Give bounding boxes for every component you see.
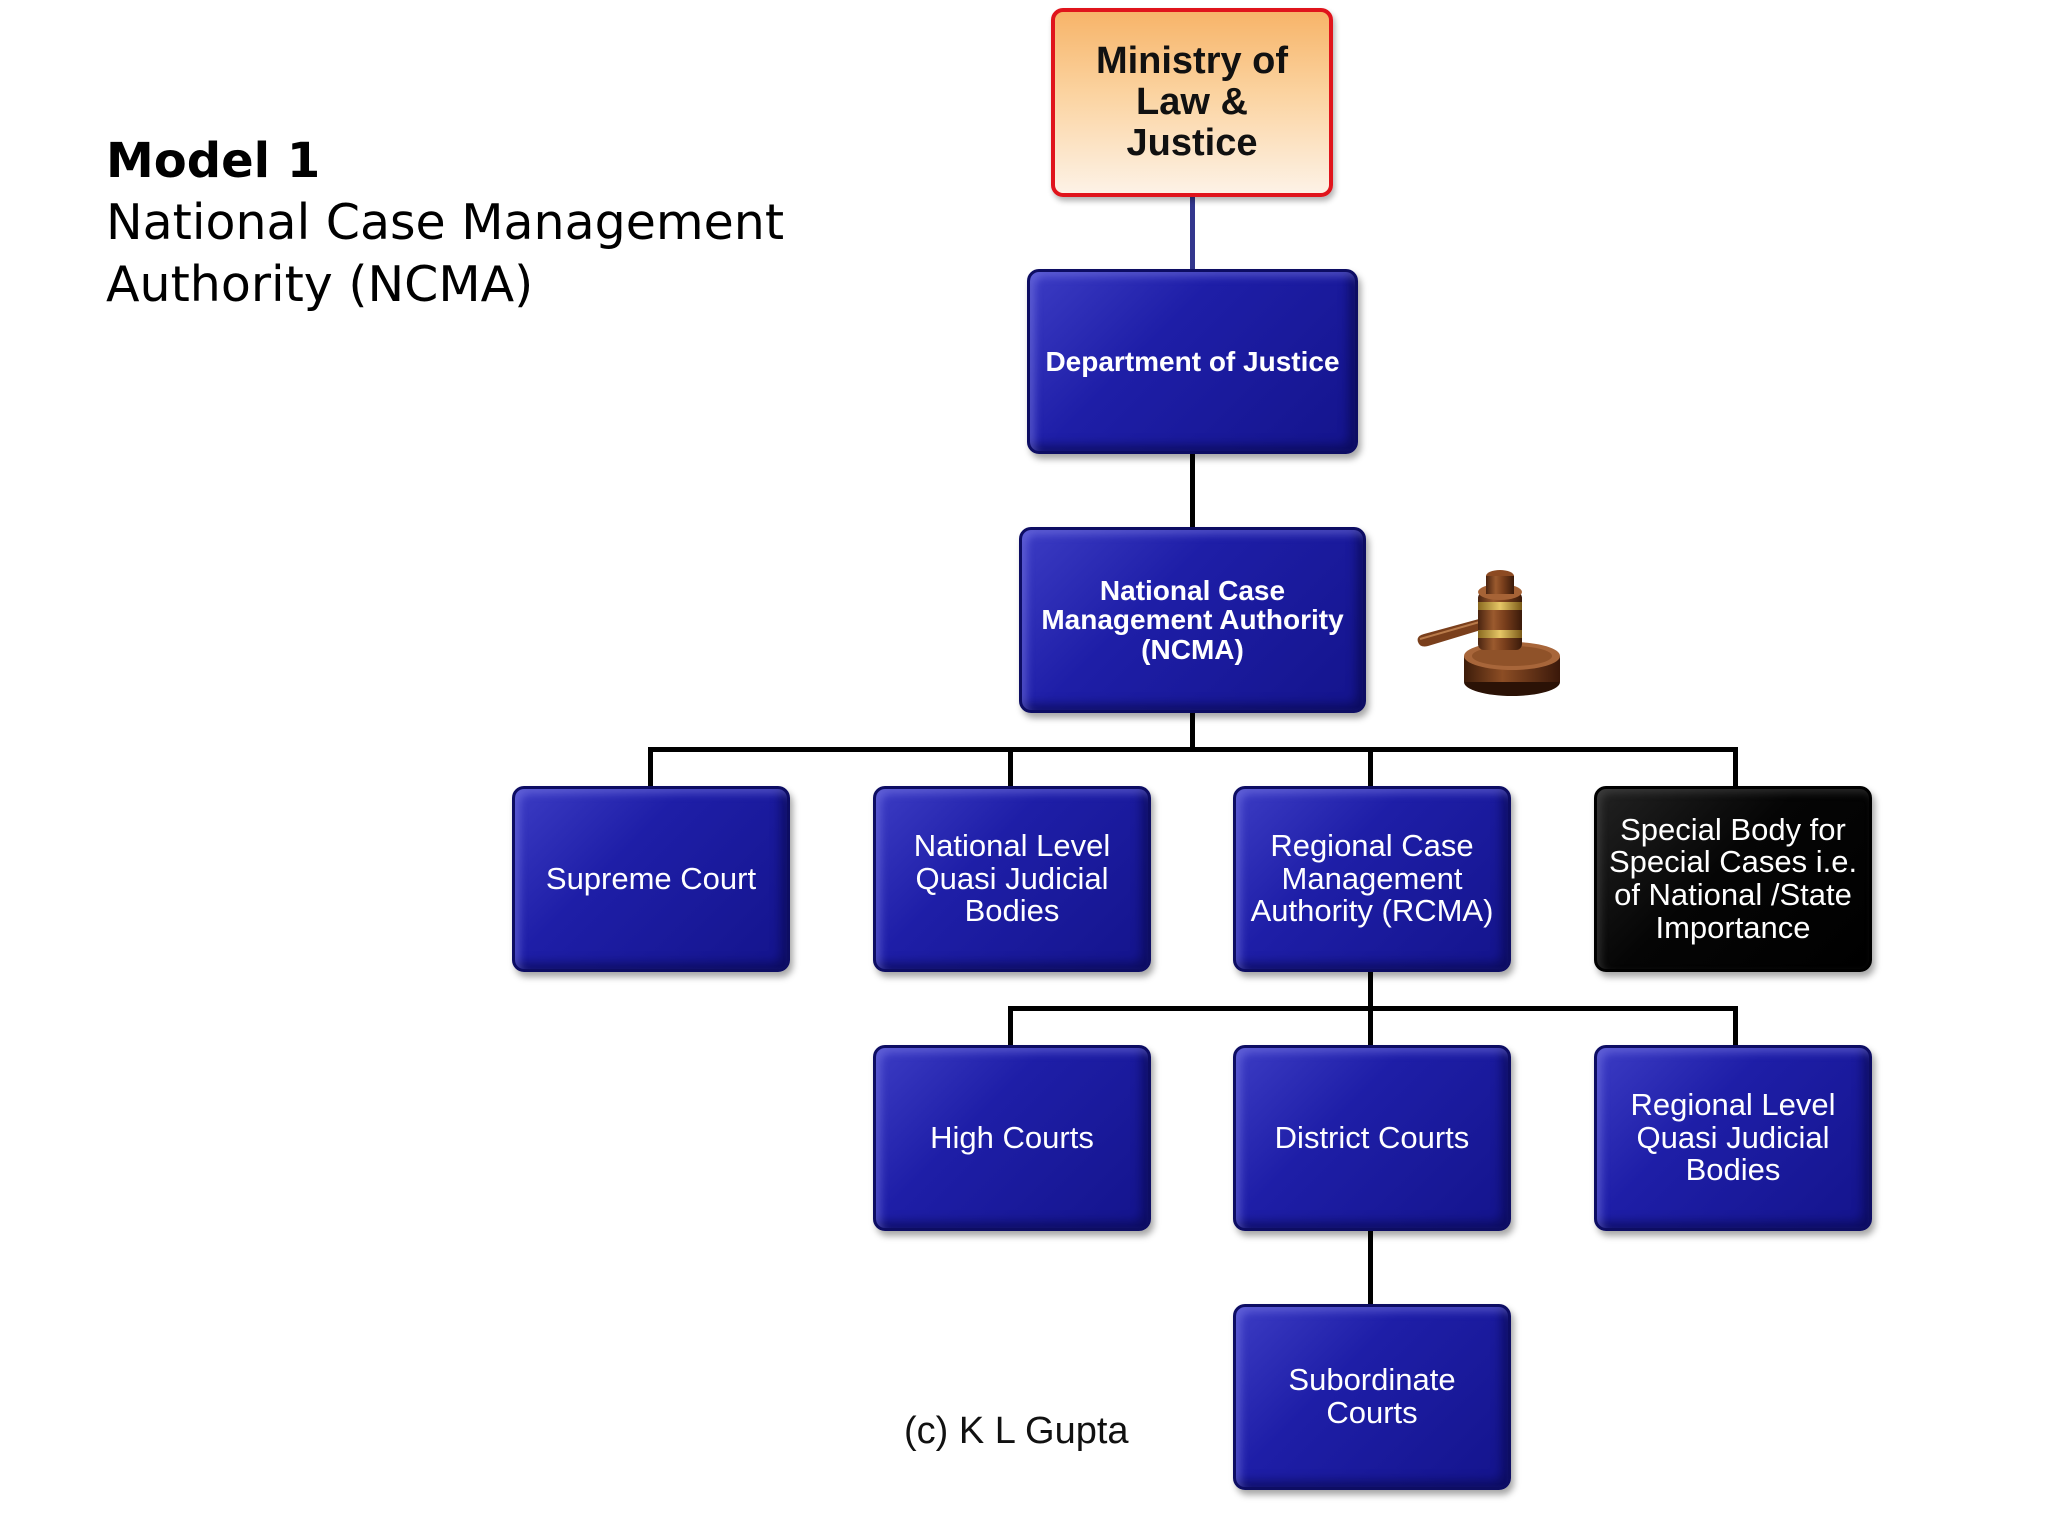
connector-district-subordinate bbox=[1368, 1229, 1373, 1307]
connector-level2-bus bbox=[648, 747, 1738, 752]
node-special-body: Special Body for Special Cases i.e. of N… bbox=[1594, 786, 1872, 972]
node-rcma: Regional Case Management Authority (RCMA… bbox=[1233, 786, 1511, 972]
node-supreme-court: Supreme Court bbox=[512, 786, 790, 972]
connector-high-courts bbox=[1008, 1006, 1013, 1048]
connector-ministry-department bbox=[1190, 195, 1195, 271]
node-national-quasi-label: National Level Quasi Judicial Bodies bbox=[913, 828, 1111, 929]
connector-supreme-court bbox=[648, 747, 653, 788]
copyright-text: (c) K L Gupta bbox=[904, 1410, 1129, 1452]
node-subordinate-courts-label: Subordinate Courts bbox=[1288, 1362, 1456, 1430]
title-sub-line-1: National Case Management bbox=[106, 194, 785, 251]
node-regional-quasi-judicial: Regional Level Quasi Judicial Bodies bbox=[1594, 1045, 1872, 1231]
connector-special-body bbox=[1733, 747, 1738, 788]
connector-department-ncma bbox=[1190, 452, 1195, 530]
node-subordinate-courts: Subordinate Courts bbox=[1233, 1304, 1511, 1490]
node-ministry-label: Ministry of Law & Justice bbox=[1095, 39, 1289, 165]
node-district-courts: District Courts bbox=[1233, 1045, 1511, 1231]
title-sub-line-2: Authority (NCMA) bbox=[106, 256, 534, 313]
connector-ncma-bus bbox=[1190, 711, 1195, 750]
node-ncma: National Case Management Authority (NCMA… bbox=[1019, 527, 1366, 713]
node-supreme-court-label: Supreme Court bbox=[545, 860, 757, 896]
diagram-title: Model 1 National Case Management Authori… bbox=[106, 130, 784, 316]
connector-district-courts bbox=[1368, 1006, 1373, 1048]
node-regional-quasi-label: Regional Level Quasi Judicial Bodies bbox=[1630, 1087, 1836, 1188]
node-ministry-law-justice: Ministry of Law & Justice bbox=[1051, 8, 1333, 197]
connector-rcma-bus bbox=[1368, 970, 1373, 1010]
connector-rcma bbox=[1368, 747, 1373, 788]
node-ncma-label: National Case Management Authority (NCMA… bbox=[1041, 574, 1344, 665]
node-department-of-justice: Department of Justice bbox=[1027, 269, 1358, 454]
node-high-courts: High Courts bbox=[873, 1045, 1151, 1231]
node-high-courts-label: High Courts bbox=[930, 1119, 1094, 1155]
connector-regional-quasi bbox=[1733, 1006, 1738, 1048]
node-rcma-label: Regional Case Management Authority (RCMA… bbox=[1250, 828, 1494, 929]
node-special-body-label: Special Body for Special Cases i.e. of N… bbox=[1608, 811, 1858, 945]
connector-level3-bus bbox=[1008, 1006, 1738, 1011]
node-district-courts-label: District Courts bbox=[1274, 1119, 1470, 1155]
gavel-icon bbox=[1417, 570, 1560, 696]
title-model: Model 1 bbox=[106, 133, 321, 189]
node-department-label: Department of Justice bbox=[1045, 345, 1340, 377]
node-national-quasi-judicial: National Level Quasi Judicial Bodies bbox=[873, 786, 1151, 972]
connector-national-quasi bbox=[1008, 747, 1013, 788]
